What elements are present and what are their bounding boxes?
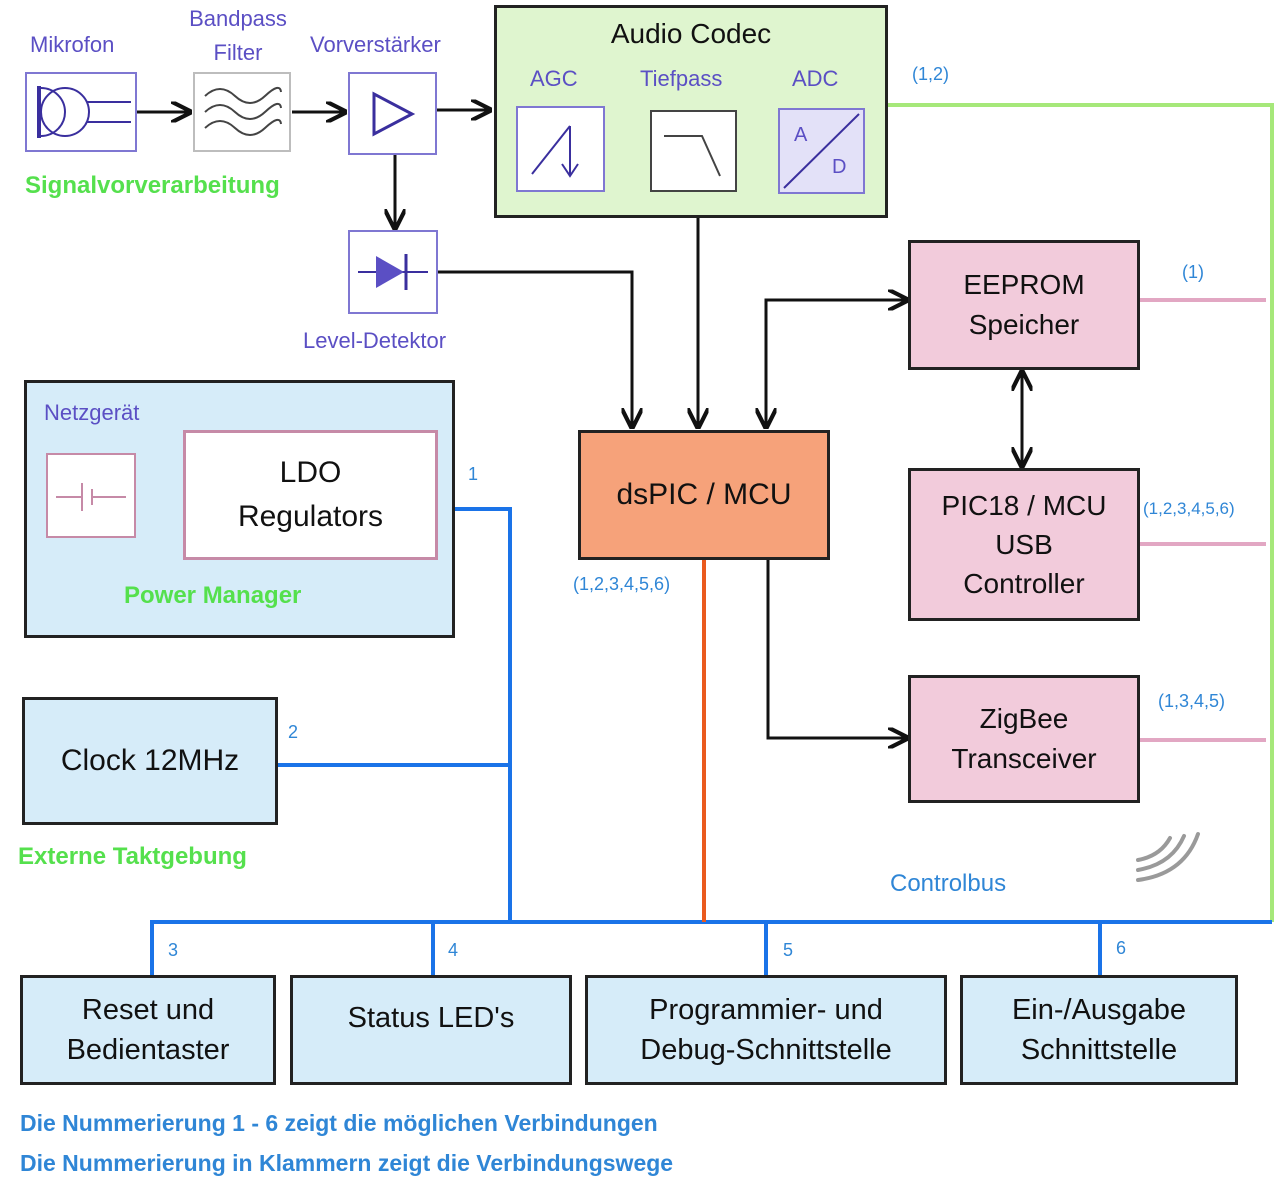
connection-number-2: 2 xyxy=(288,722,299,742)
signalvorverarbeitung-label: Signalvorverarbeitung xyxy=(25,172,280,199)
eio-label-line1: Ein-/Ausgabe xyxy=(1011,994,1187,1026)
diode-icon xyxy=(348,230,438,314)
battery-icon xyxy=(46,453,136,538)
bus-codec-green xyxy=(888,103,1274,922)
arrow-mcu-zigbee xyxy=(766,560,907,738)
eio-label-line2: Schnittstelle xyxy=(1020,1034,1178,1066)
eeprom-label-line2: Speicher xyxy=(968,309,1080,340)
reset-label-line1: Reset und xyxy=(81,994,215,1026)
audio-codec-title: Audio Codec xyxy=(610,18,772,49)
status-leds-label: Status LED's xyxy=(347,1001,515,1034)
agc-icon xyxy=(516,106,605,192)
adc-a-letter: A xyxy=(794,124,808,146)
adc-d-letter: D xyxy=(832,156,847,178)
prog-label-line2: Debug-Schnittstelle xyxy=(640,1034,892,1066)
bandpass-label-line1: Bandpass xyxy=(189,6,287,31)
power-manager-label: Power Manager xyxy=(124,582,302,609)
clock-label: Clock 12MHz xyxy=(60,744,240,777)
microphone-icon xyxy=(25,72,137,152)
mikrofon-label: Mikrofon xyxy=(30,32,115,57)
pic18-usb-controller-block: PIC18 / MCU USB Controller xyxy=(908,468,1140,621)
pic18-path-label: (1,2,3,4,5,6) xyxy=(1143,499,1235,518)
netzgeraet-label: Netzgerät xyxy=(44,400,140,425)
mcu-label: dsPIC / MCU xyxy=(616,478,792,511)
dspic-mcu-block: dsPIC / MCU xyxy=(578,430,830,560)
arrow-level-mcu xyxy=(438,270,632,427)
zigbee-path-label: (1,3,4,5) xyxy=(1158,691,1226,711)
connection-number-4: 4 xyxy=(448,940,459,960)
ldo-regulators-block: LDO Regulators xyxy=(183,430,438,560)
arrow-mcu-eeprom xyxy=(766,300,907,427)
controlbus-label: Controlbus xyxy=(890,870,1007,897)
eeprom-path-label: (1) xyxy=(1182,262,1204,282)
status-leds-block: Status LED's xyxy=(290,975,572,1085)
connection-number-6: 6 xyxy=(1116,938,1127,958)
footer-note-2: Die Nummerierung in Klammern zeigt die V… xyxy=(20,1150,674,1176)
connection-number-3: 3 xyxy=(168,940,179,960)
wireless-icon xyxy=(1136,832,1200,882)
footer-note-1: Die Nummerierung 1 - 6 zeigt die möglich… xyxy=(20,1110,658,1136)
lowpass-icon xyxy=(650,110,737,192)
vorverstaerker-label: Vorverstärker xyxy=(310,32,441,57)
amplifier-icon xyxy=(348,72,437,155)
pic18-label-line3: Controller xyxy=(963,568,1085,599)
bandpass-filter-icon xyxy=(193,72,291,152)
ldo-label-line2: Regulators xyxy=(237,500,384,533)
agc-label: AGC xyxy=(530,66,578,91)
ldo-label-line1: LDO xyxy=(279,456,342,489)
zigbee-label-line2: Transceiver xyxy=(951,743,1097,774)
programmier-debug-block: Programmier- und Debug-Schnittstelle xyxy=(585,975,947,1085)
reset-label-line2: Bedientaster xyxy=(66,1034,230,1066)
tiefpass-label: Tiefpass xyxy=(640,66,723,91)
eeprom-block: EEPROM Speicher xyxy=(908,240,1140,370)
zigbee-transceiver-block: ZigBee Transceiver xyxy=(908,675,1140,803)
codec-path-label: (1,2) xyxy=(912,64,950,84)
pic18-label-line1: PIC18 / MCU xyxy=(941,490,1107,521)
bus-power-blue xyxy=(455,507,512,922)
pic18-label-line2: USB xyxy=(995,529,1053,560)
adc-icon: A D xyxy=(778,108,865,194)
eeprom-label-line1: EEPROM xyxy=(963,269,1085,300)
connection-number-5: 5 xyxy=(783,940,794,960)
zigbee-label-line1: ZigBee xyxy=(979,703,1069,734)
externe-taktgebung-label: Externe Taktgebung xyxy=(18,843,247,870)
connection-number-1: 1 xyxy=(468,464,479,484)
adc-label: ADC xyxy=(792,66,839,91)
prog-label-line1: Programmier- und xyxy=(649,994,883,1026)
level-detektor-label: Level-Detektor xyxy=(303,328,447,353)
mcu-path-label: (1,2,3,4,5,6) xyxy=(573,574,671,594)
reset-bedientaster-block: Reset und Bedientaster xyxy=(20,975,276,1085)
bandpass-label-line2: Filter xyxy=(213,40,263,65)
ein-ausgabe-block: Ein-/Ausgabe Schnittstelle xyxy=(960,975,1238,1085)
clock-block: Clock 12MHz xyxy=(22,697,278,825)
bus-controlbus-blue xyxy=(150,920,1272,975)
